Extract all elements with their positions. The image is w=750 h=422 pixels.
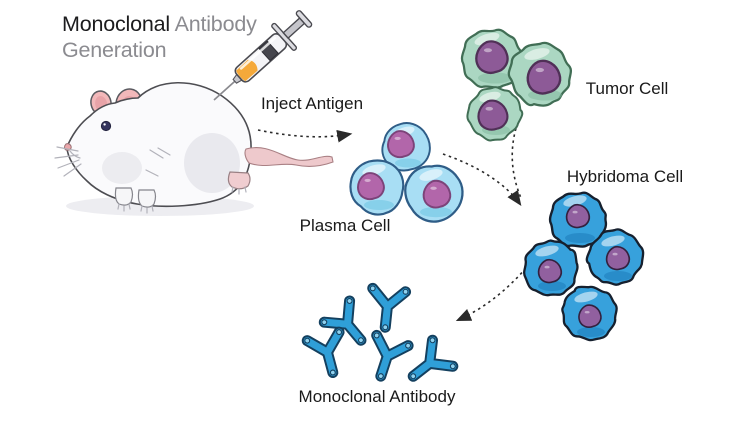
mouse-fur-marks — [145, 147, 171, 177]
barrel-shine — [239, 36, 277, 70]
arrow-hybridoma-to-antibody — [455, 267, 527, 321]
hybridoma-cell — [575, 218, 655, 298]
label-plasma-cell: Plasma Cell — [299, 216, 391, 235]
mouse-tail — [244, 147, 334, 167]
title-line2: Generation — [62, 38, 167, 62]
mouse-whiskers — [54, 146, 82, 177]
hybridoma-cell — [514, 231, 587, 305]
plasma-cell — [402, 162, 467, 226]
mouse-front-paws — [114, 187, 157, 214]
mouse-hind-foot — [227, 171, 251, 195]
antibody-cluster — [304, 286, 456, 393]
plasma-cell — [376, 116, 437, 178]
plunger-rod — [282, 17, 306, 40]
mouse-eye — [100, 120, 112, 132]
hybridoma-cell-cluster — [514, 186, 655, 352]
antibody-y-icon — [362, 332, 411, 384]
title-part-gray: Antibody — [174, 12, 257, 36]
tumor-cell — [456, 23, 529, 95]
mouse-chest-shade — [102, 152, 142, 184]
tumor-cell — [501, 35, 580, 114]
hybridoma-cell — [544, 186, 613, 254]
plasma-cell — [338, 147, 417, 226]
plunger-seal — [258, 40, 279, 62]
plasma-cell-cluster — [338, 116, 467, 226]
arrow-plasma-to-hybridoma — [442, 153, 522, 206]
arrow-inject-to-plasma — [257, 129, 353, 143]
syringe-liquid — [236, 59, 258, 82]
title-part-dark: Monoclonal — [62, 12, 170, 36]
antibody-y-icon — [366, 286, 408, 332]
tumor-cell — [456, 75, 533, 151]
label-hybridoma-cell: Hybridoma Cell — [566, 167, 684, 186]
syringe-icon — [213, 10, 313, 101]
antibody-y-icon — [304, 329, 351, 380]
needle — [213, 77, 239, 101]
tumor-cell-cluster — [456, 23, 580, 151]
mouse-illustration — [54, 81, 334, 216]
mouse-haunch-shade — [184, 133, 240, 193]
page-title: Monoclonal Antibody Generation — [62, 11, 257, 63]
hybridoma-cell — [550, 275, 628, 352]
label-tumor-cell: Tumor Cell — [585, 79, 669, 98]
label-inject-antigen: Inject Antigen — [260, 94, 364, 113]
plunger-cap — [295, 10, 313, 28]
mouse-eye-highlight — [103, 123, 106, 126]
label-monoclonal-antibody: Monoclonal Antibody — [298, 387, 456, 406]
